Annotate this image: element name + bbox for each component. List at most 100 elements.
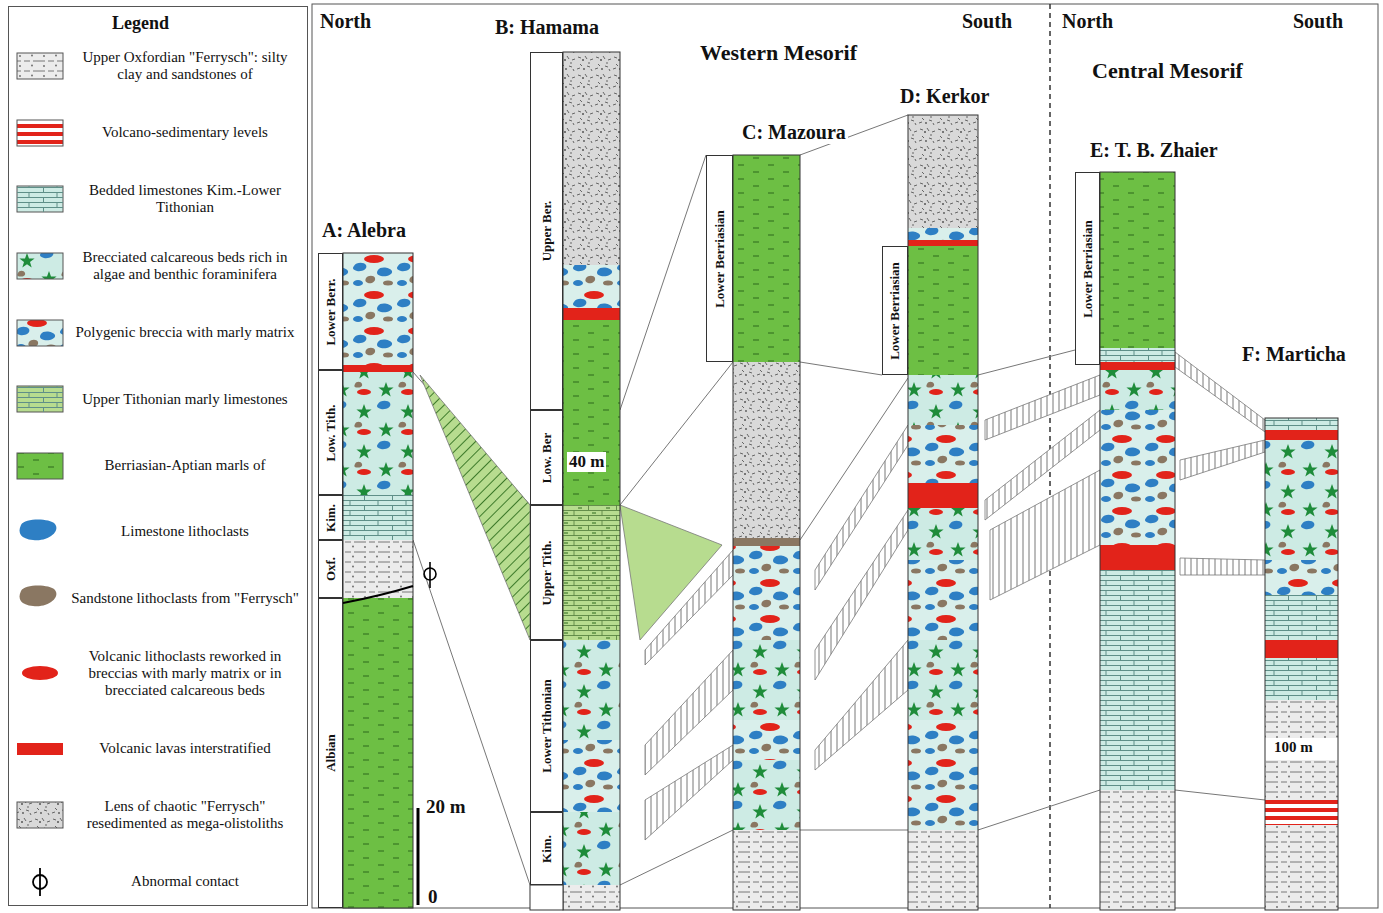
- stage-box: Low. Tith.: [318, 370, 343, 495]
- column-strata: [530, 885, 563, 910]
- column-strata: [1265, 640, 1338, 658]
- column-strata: [563, 52, 620, 910]
- stage-box: Lower Tithonian: [530, 640, 563, 812]
- column-strata: [1100, 370, 1175, 410]
- column-strata: [733, 538, 800, 546]
- stage-box: Kim.: [530, 812, 563, 885]
- stage-label: Lower Berriasian: [1080, 220, 1096, 318]
- legend-entry: Volcanic lavas interstratified: [15, 732, 301, 766]
- abnormal-contact-symbol: [343, 562, 436, 603]
- legend-entry: Sandstone lithoclasts from "Ferrysch": [15, 581, 301, 615]
- column-strata: [733, 760, 800, 830]
- stage-label: Oxf.: [323, 557, 339, 581]
- column-strata: [343, 598, 413, 908]
- correlation-band: [420, 352, 1265, 840]
- column-strata: [1100, 172, 1175, 910]
- direction-label: South: [962, 10, 1012, 33]
- section-column: D: Kerkor: [908, 115, 978, 910]
- column-strata: [563, 885, 620, 910]
- abnormal-contact-symbol: [39, 868, 41, 896]
- legend-swatch: [17, 320, 63, 346]
- stage-box: Lower Berriasian: [882, 246, 908, 375]
- column-strata: [908, 240, 978, 246]
- legend-sample: [15, 116, 65, 150]
- abnormal-contact-symbol: [429, 562, 431, 588]
- legend-entry: Limestone lithoclasts: [15, 515, 301, 549]
- column-strata: [908, 115, 978, 910]
- legend-entry: Upper Tithonian marly limestones: [15, 382, 301, 416]
- legend-swatch: [17, 253, 63, 279]
- column-strata: [563, 52, 620, 265]
- column-strata: [733, 362, 800, 538]
- legend-text: Sandstone lithoclasts from "Ferrysch": [71, 590, 299, 607]
- direction-label: North: [320, 10, 371, 33]
- column-strata: [1265, 760, 1338, 800]
- legend-text: Lens of chaotic "Ferrysch" resedimented …: [71, 798, 299, 833]
- column-strata: [1265, 418, 1338, 910]
- legend-sample: [15, 732, 65, 766]
- column-strata: [1100, 172, 1175, 348]
- correlation-line: [620, 362, 733, 505]
- thickness-label: 100 m: [1272, 739, 1315, 756]
- correlation-band: [645, 550, 733, 665]
- thickness-label: 40 m: [567, 452, 606, 472]
- legend-swatch: [17, 386, 63, 412]
- column-strata: [1100, 410, 1175, 545]
- column-strata: [1100, 362, 1175, 370]
- stage-box: Upper Ber.: [530, 52, 563, 410]
- column-strata: [1100, 348, 1175, 362]
- scale-label: 20 m: [426, 796, 466, 818]
- legend-sample: [15, 581, 65, 615]
- section-column: C: Mazoura: [733, 155, 800, 910]
- column-strata: [1265, 658, 1338, 700]
- legend-entry: Volcanic lithoclasts reworked in breccia…: [15, 648, 301, 700]
- legend-sample: [15, 382, 65, 416]
- correlation-line: [800, 830, 908, 831]
- legend-text: Upper Oxfordian "Ferrysch": silty clay a…: [71, 49, 299, 84]
- column-strata: [563, 320, 620, 505]
- correlation-band: [1180, 558, 1265, 575]
- column-strata: [908, 640, 978, 720]
- scale-bar: [418, 808, 419, 905]
- column-strata: [908, 508, 978, 560]
- section-title: A: Alebra: [320, 218, 408, 242]
- column-strata: [908, 483, 978, 508]
- stage-label: Lower Berriasian: [712, 210, 728, 308]
- legend-text: Polygenic breccia with marly matrix: [71, 324, 299, 341]
- legend-sample: [15, 656, 65, 690]
- column-strata: [908, 720, 978, 830]
- section-title: C: Mazoura: [740, 120, 848, 144]
- legend-swatch: [20, 586, 57, 607]
- legend-sample: [15, 316, 65, 350]
- correlation-line: [413, 115, 1265, 885]
- column-strata: [343, 253, 413, 365]
- legend-swatch: [22, 666, 58, 680]
- column-strata: [733, 155, 800, 362]
- stage-label: Albian: [323, 734, 339, 772]
- legend-text: Upper Tithonian marly limestones: [71, 391, 299, 408]
- panel-frame: [312, 4, 1378, 908]
- legend-swatch: [17, 743, 63, 755]
- column-strata: [908, 375, 978, 425]
- legend-entry: Brecciated calcareous beds rich in algae…: [15, 249, 301, 284]
- column-strata: [343, 52, 1338, 910]
- column-strata: [733, 640, 800, 720]
- column-strata: [1100, 570, 1175, 790]
- column-strata: [343, 495, 413, 540]
- column-strata: [908, 560, 978, 640]
- section-title: D: Kerkor: [898, 84, 991, 108]
- stage-label: Low. Tith.: [323, 404, 339, 461]
- column-strata: [563, 640, 620, 740]
- stage-box: Lower Berriasian: [706, 155, 733, 362]
- legend-sample: [15, 515, 65, 549]
- correlation-band: [1180, 440, 1265, 480]
- column-strata: [1100, 790, 1175, 910]
- column-strata: [1265, 418, 1338, 430]
- section-title: F: Marticha: [1240, 342, 1348, 366]
- legend-entry: Abnormal contact: [15, 865, 301, 899]
- legend-swatch-texture: [17, 186, 63, 212]
- column-strata: [343, 365, 413, 372]
- section-title: E: T. B. Zhaier: [1088, 138, 1220, 162]
- legend-text: Abnormal contact: [71, 873, 299, 890]
